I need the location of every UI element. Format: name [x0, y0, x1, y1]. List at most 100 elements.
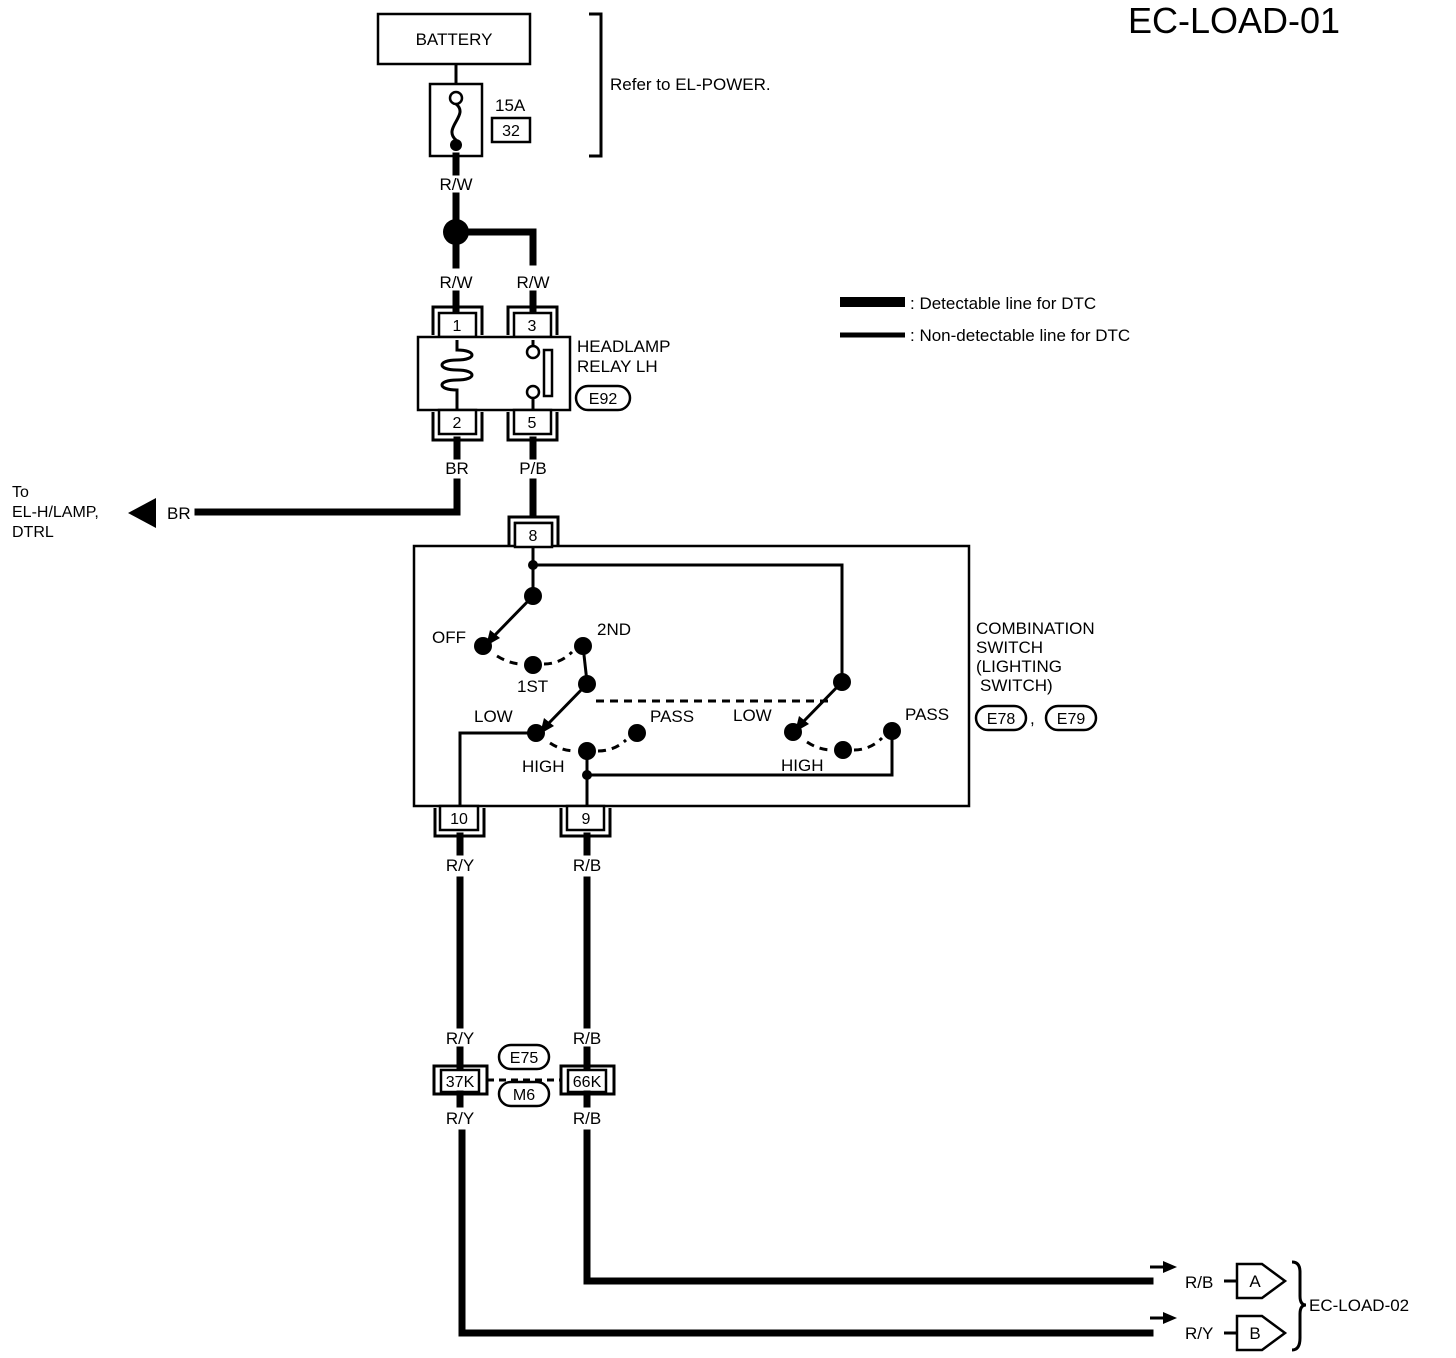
combo-connector-oval-2	[1044, 704, 1098, 732]
relay-name-1: HEADLAMP	[577, 337, 671, 356]
joint-terminal-66k: 66K	[573, 1074, 602, 1091]
label-low-1: LOW	[474, 707, 513, 726]
combo-pin9: 9	[582, 811, 591, 828]
wire-ry-to-ref-b	[458, 1129, 1154, 1337]
ref-a: A	[1249, 1272, 1261, 1291]
ref-flag-a	[1235, 1262, 1288, 1300]
combo-pin9-box	[565, 804, 606, 832]
switch-arc-3a	[806, 740, 833, 752]
combo-wire-right	[533, 563, 844, 682]
joint-connector-1: E75	[510, 1050, 539, 1067]
to-label-1: To	[12, 484, 29, 501]
switch-high-contact-2	[834, 741, 852, 759]
joint-terminal-37k: 37K	[446, 1074, 475, 1091]
refer-text: Refer to EL-POWER.	[610, 75, 771, 94]
label-pass-1: PASS	[650, 707, 694, 726]
combo-pin10: 10	[450, 811, 468, 828]
relay-name-2: RELAY LH	[577, 357, 658, 376]
relay-pin3-bracket	[506, 305, 559, 335]
battery-box	[376, 12, 532, 66]
relay-connector-oval	[574, 384, 632, 412]
wire-label-rb-1: R/B	[573, 856, 601, 875]
combo-connector-1: E78	[987, 711, 1016, 728]
fuse-terminal-top	[448, 90, 464, 106]
switch-arc-2a	[549, 741, 577, 753]
wire-label-rw-1: R/W	[439, 175, 472, 194]
wire-label-br-2: BR	[167, 504, 191, 523]
combo-pin8-bracket	[507, 515, 560, 545]
combo-connector-sep: ,	[1030, 709, 1035, 728]
wire-label-br-1: BR	[445, 459, 469, 478]
to-label-2: EL-H/LAMP,	[12, 504, 99, 521]
switch-lever-1	[492, 594, 535, 638]
label-1st: 1ST	[517, 677, 548, 696]
label-off: OFF	[432, 628, 466, 647]
wire-label-ry-4: R/Y	[1185, 1324, 1213, 1343]
switch-arc-2b	[597, 738, 628, 753]
wire-label-ry-3: R/Y	[446, 1109, 474, 1128]
ref-flag-b	[1235, 1314, 1288, 1352]
wire-label-rw-2: R/W	[439, 273, 472, 292]
switch-arc-1b	[543, 650, 574, 666]
wire-label-rw-3: R/W	[516, 273, 549, 292]
combo-wire-low-out	[458, 731, 536, 806]
arrow-left-icon	[128, 498, 156, 528]
joint-connector-oval-2	[497, 1080, 551, 1108]
legend-detectable-text: : Detectable line for DTC	[910, 294, 1096, 313]
combo-connector-2: E79	[1057, 711, 1086, 728]
switch-arc-1a	[496, 654, 523, 666]
fuse-terminal-bottom	[450, 139, 462, 151]
joint-66k-bracket	[559, 1064, 616, 1096]
label-low-2: LOW	[733, 706, 772, 725]
wire-rb-to-ref-a	[583, 1129, 1154, 1285]
ref-destination: EC-LOAD-02	[1309, 1296, 1409, 1315]
wire-label-ry-1: R/Y	[446, 856, 474, 875]
combo-name-2: SWITCH	[976, 638, 1043, 657]
combo-connector-oval-1	[974, 704, 1028, 732]
fuse-number-box	[490, 116, 532, 144]
wire-br-to-hlamp	[194, 478, 461, 516]
label-2nd: 2ND	[597, 620, 631, 639]
legend-nondetectable-text: : Non-detectable line for DTC	[910, 326, 1130, 345]
relay-pin1-bracket	[431, 305, 484, 335]
combo-wire-pass-return	[587, 731, 894, 777]
ref-brace	[1291, 1260, 1307, 1352]
fuse-element-icon	[450, 102, 462, 142]
fuse-number: 32	[502, 123, 520, 140]
arrow-right-icon-b	[1163, 1312, 1177, 1324]
combo-name-4: SWITCH)	[980, 676, 1053, 695]
arrow-right-icon-a	[1163, 1261, 1177, 1273]
relay-connector: E92	[589, 391, 618, 408]
switch-low-contact-2	[784, 723, 802, 741]
combo-pin10-box	[438, 804, 480, 832]
switch-1st-contact	[524, 656, 542, 674]
page-id: EC-LOAD-01	[1128, 0, 1340, 41]
switch-lever-3	[801, 680, 844, 724]
joint-37k-bracket	[432, 1064, 489, 1096]
combo-pin8-front: 8	[529, 528, 538, 545]
relay-contact-top	[525, 344, 541, 360]
relay-armature-icon	[542, 348, 554, 398]
battery-label: BATTERY	[416, 30, 493, 49]
joint-connector-2: M6	[513, 1087, 535, 1104]
relay-pin2: 2	[453, 415, 462, 432]
to-label-3: DTRL	[12, 524, 54, 541]
wire-label-rb-4: R/B	[1185, 1273, 1213, 1292]
combination-switch	[412, 544, 971, 808]
switch-lever-2	[546, 682, 589, 726]
label-high-1: HIGH	[522, 757, 565, 776]
combo-name-1: COMBINATION	[976, 619, 1095, 638]
splice-point	[443, 219, 469, 245]
relay-contact-bottom	[525, 384, 541, 400]
label-pass-2: PASS	[905, 705, 949, 724]
wire-label-rb-3: R/B	[573, 1109, 601, 1128]
switch-arc-3b	[853, 736, 884, 752]
relay-pin3: 3	[528, 318, 537, 335]
wire-splice-to-pin3	[465, 228, 537, 266]
refer-bracket	[589, 12, 603, 158]
relay-pin5-box	[512, 408, 553, 436]
switch-pass-contact-1	[628, 724, 646, 742]
switch-off-contact	[474, 637, 492, 655]
combo-name-3: (LIGHTING	[976, 657, 1062, 676]
